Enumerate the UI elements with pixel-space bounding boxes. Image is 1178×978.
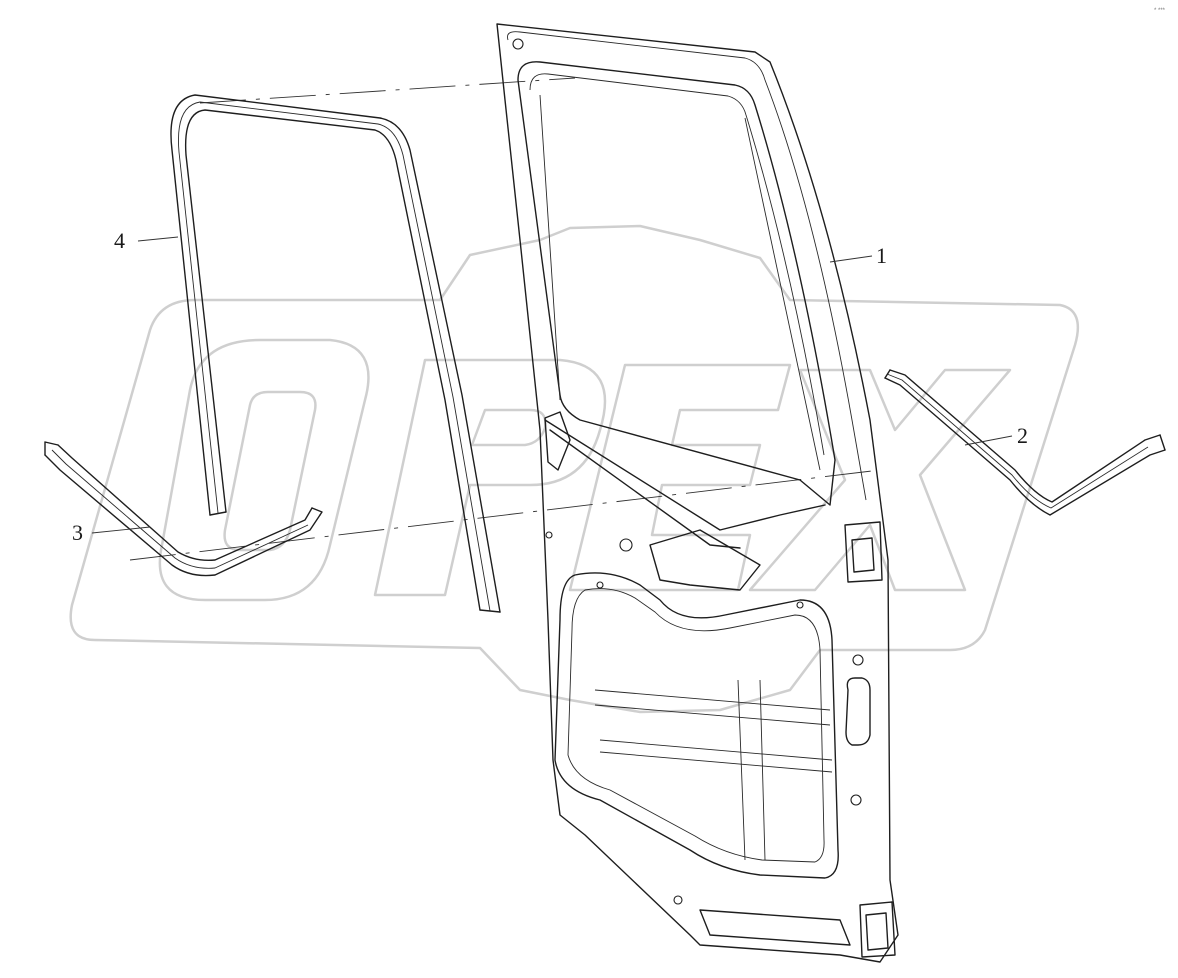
part-glass-run-channel bbox=[170, 94, 501, 613]
panel-hole-6 bbox=[596, 581, 604, 589]
seal-right-end-cap bbox=[1159, 434, 1166, 451]
window-opening bbox=[517, 61, 836, 506]
glass-run-outer-edge bbox=[170, 94, 501, 613]
window-opening-inner bbox=[529, 73, 825, 456]
seal-right-center bbox=[886, 373, 1149, 509]
leader-lines bbox=[91, 236, 1013, 534]
panel-hole-1 bbox=[619, 538, 633, 552]
glass-run-left-end bbox=[209, 511, 227, 516]
panel-hole-7 bbox=[796, 601, 804, 609]
center-line-upper bbox=[199, 77, 576, 104]
callout-labels: 1 2 3 4 bbox=[72, 228, 1028, 545]
part-lower-seal-left bbox=[44, 441, 323, 577]
leader-2 bbox=[964, 435, 1013, 446]
seal-right-outer bbox=[884, 377, 1166, 516]
inner-panel-cutout-inner bbox=[567, 588, 825, 863]
watermark-letter-e bbox=[568, 363, 792, 592]
lower-door-sill bbox=[699, 909, 851, 946]
latch-bracket bbox=[649, 529, 761, 591]
part-lower-seal-right bbox=[884, 369, 1166, 516]
seal-left-center bbox=[51, 449, 309, 569]
reinforcement-rail-lower bbox=[599, 739, 833, 773]
callout-label-2: 2 bbox=[1017, 423, 1028, 448]
panel-hole-2 bbox=[545, 531, 553, 539]
part-door-panel bbox=[496, 23, 899, 963]
seal-left-end-right bbox=[311, 507, 323, 516]
callout-label-4: 4 bbox=[114, 228, 125, 253]
panel-hole-4 bbox=[850, 794, 862, 806]
callout-label-1: 1 bbox=[876, 243, 887, 268]
vertical-reinforcement bbox=[737, 679, 766, 861]
seal-left-outer bbox=[44, 454, 321, 577]
hinge-lower bbox=[859, 901, 896, 958]
seal-right-inner bbox=[889, 369, 1161, 503]
leader-4 bbox=[137, 236, 179, 242]
callout-label-3: 3 bbox=[72, 520, 83, 545]
watermark-letter-o bbox=[158, 338, 370, 602]
inner-panel-cutout bbox=[554, 572, 839, 879]
panel-hole-5 bbox=[673, 895, 683, 905]
glass-run-mid-line bbox=[178, 101, 491, 612]
watermark-letter-x bbox=[748, 368, 1012, 592]
seal-right-start-cap bbox=[884, 369, 891, 379]
leader-3 bbox=[91, 526, 151, 534]
door-outer-contour bbox=[496, 23, 899, 963]
glass-run-bottom-end bbox=[479, 609, 501, 613]
seal-left-end-cap bbox=[44, 441, 59, 456]
reinforcement-rail-upper bbox=[594, 689, 831, 726]
upper-corner-hole bbox=[512, 38, 524, 50]
panel-hole-3 bbox=[852, 654, 864, 666]
assembly-center-lines bbox=[129, 77, 881, 561]
door-frame-outer-rim bbox=[507, 31, 867, 501]
watermark-letter-p bbox=[373, 358, 607, 597]
mirror-mount-bracket bbox=[544, 411, 571, 471]
leader-1 bbox=[829, 255, 873, 263]
handle-slot bbox=[845, 677, 871, 746]
window-frame-line bbox=[539, 94, 821, 471]
center-line-lower bbox=[129, 469, 881, 561]
seal-left-inner bbox=[57, 444, 313, 562]
glass-run-inner-edge bbox=[184, 109, 481, 611]
corner-mark: * *** bbox=[1154, 8, 1166, 14]
hinge-upper bbox=[844, 521, 883, 583]
